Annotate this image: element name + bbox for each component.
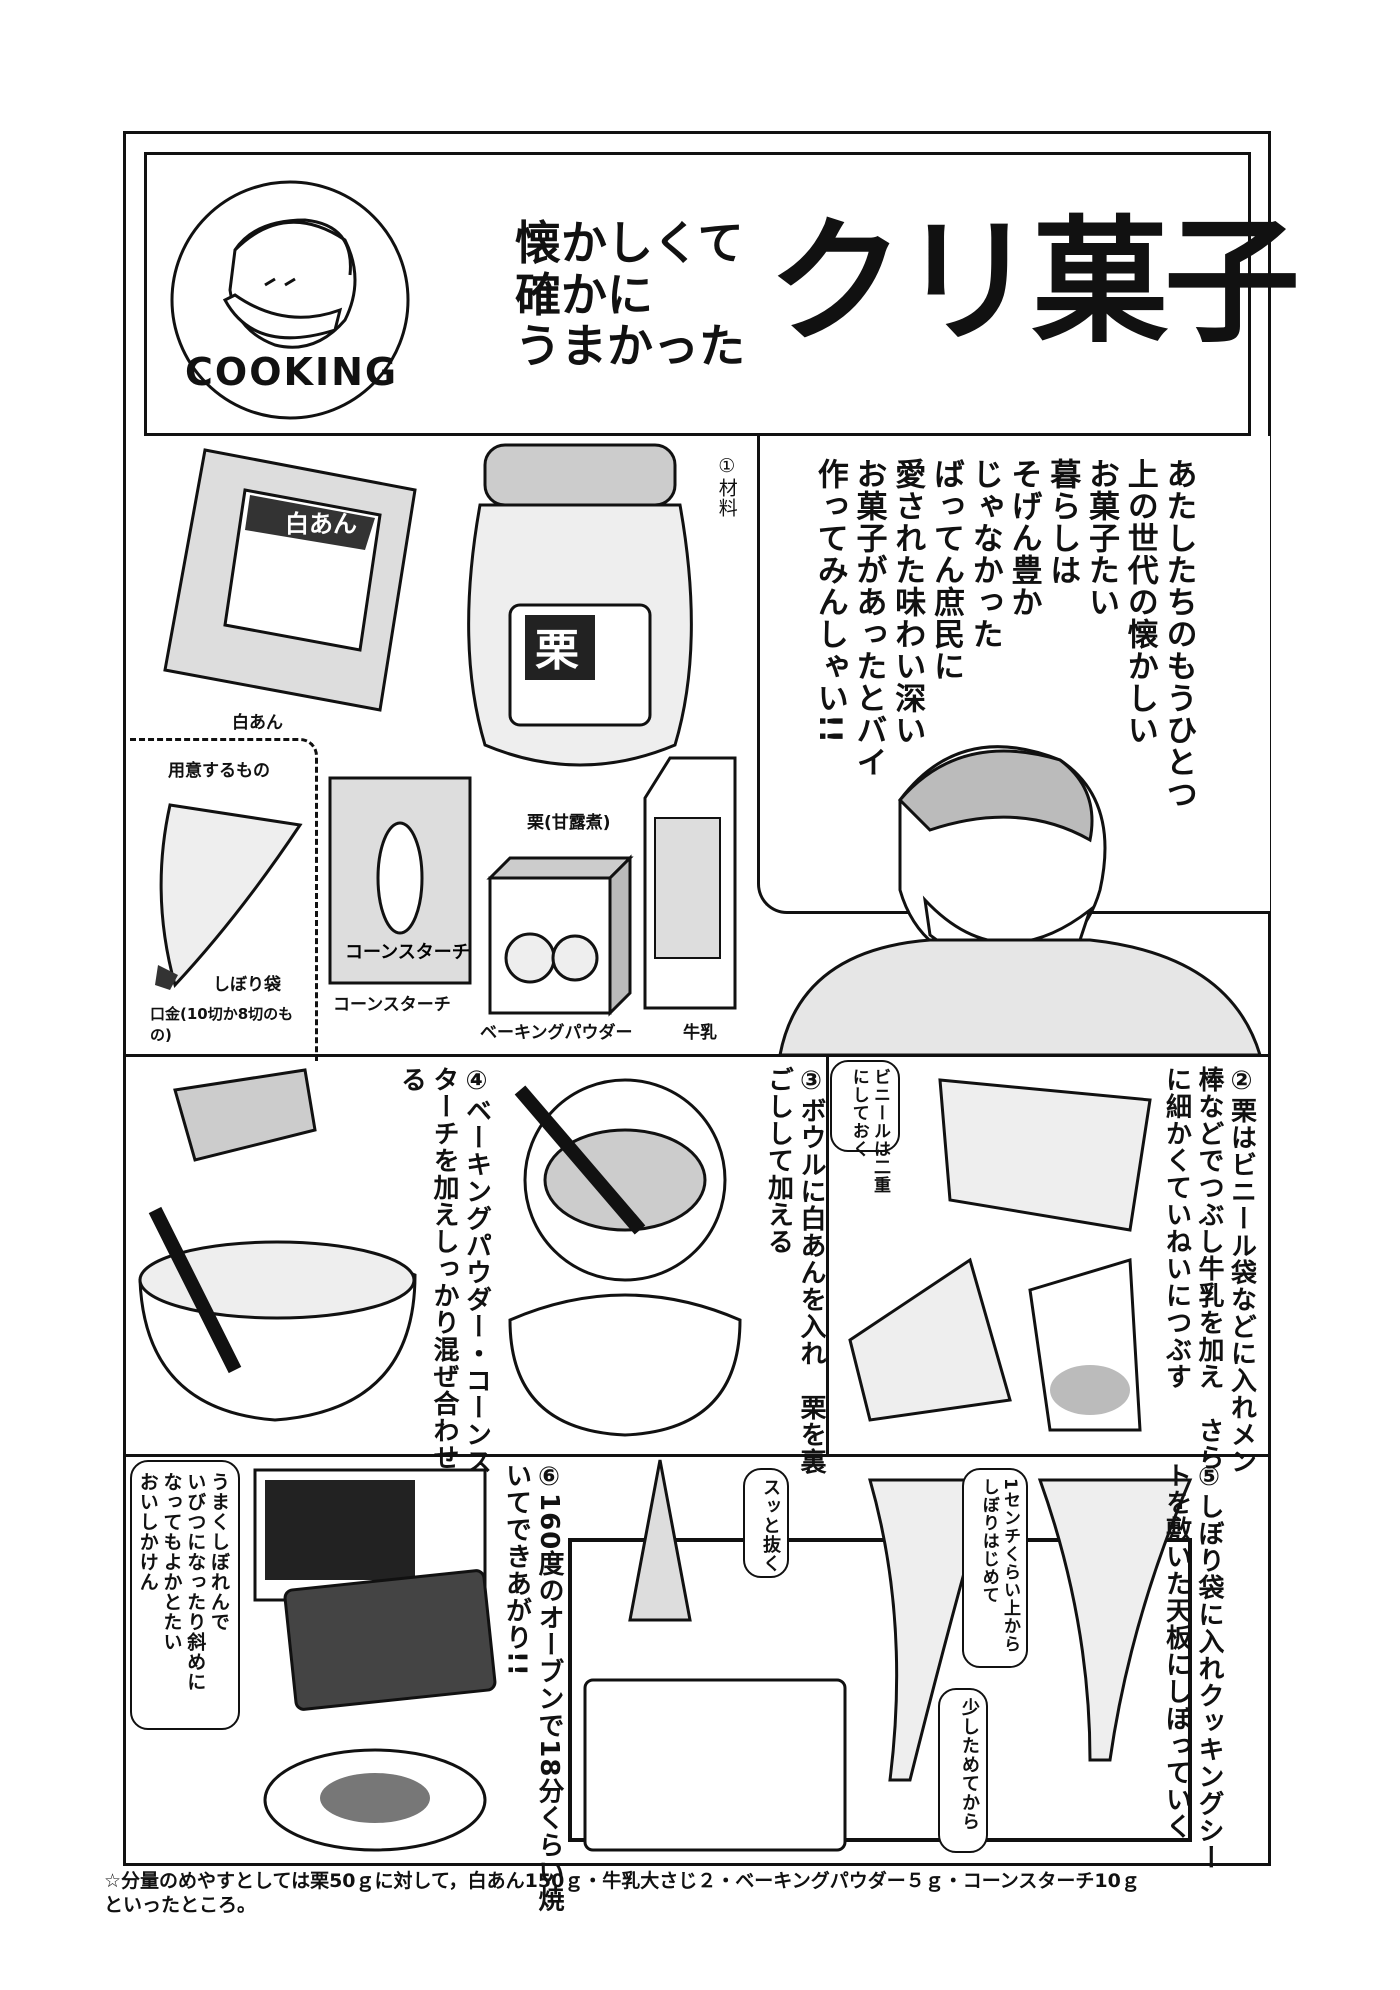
- cornstarch-package-icon: コーンスターチ: [328, 776, 472, 985]
- page-title: クリ菓子: [768, 204, 1300, 362]
- ingredient-label-cornstarch: コーンスターチ: [333, 995, 451, 1015]
- strainer-bowl-icon: [508, 1078, 742, 1437]
- note-line: しぼりはじめて: [978, 1478, 999, 1604]
- footer-line: ☆分量のめやすとしては栗50ｇに対して，白あん150ｇ・牛乳大さじ２・ベーキング…: [104, 1870, 1140, 1892]
- chestnut-jar-icon: 栗: [467, 443, 693, 767]
- piping-bag-icon: [155, 803, 303, 990]
- speech-line: 愛された味わい深い: [889, 458, 926, 746]
- logo-text: COOKING: [185, 350, 399, 394]
- subtitle: 懐かしくて 確かに うまかった: [515, 216, 745, 374]
- step-line: ⑤しぼり袋に入れクッキングシー: [1194, 1462, 1224, 1871]
- note-line: 1センチくらい上から: [1000, 1478, 1020, 1653]
- package-label: コーンスターチ: [345, 942, 470, 963]
- note-line: にしておく: [848, 1068, 869, 1158]
- step-5-start-bubble: 1センチくらい上から しぼりはじめて: [962, 1468, 1028, 1668]
- footer-note: ☆分量のめやすとしては栗50ｇに対して，白あん150ｇ・牛乳大さじ２・ベーキング…: [104, 1870, 1140, 1918]
- tool-label-bag: しぼり袋: [213, 975, 281, 995]
- step-6-note-bubble: うまくしぼれんで いびつになったり斜めに なってもよかとたい おいしかけん: [130, 1460, 240, 1730]
- step-5-hold-bubble: 少しためてから: [938, 1688, 988, 1853]
- step-4-text: ④ベーキングパウダー・コーンス ターチを加えしっかり混ぜ合わせ る: [395, 1066, 493, 1475]
- step-2-text: ②栗はビニール袋などに入れメン 棒などでつぶし牛乳を加え さら に細かくていねい…: [1160, 1066, 1258, 1475]
- subtitle-line: 懐かしくて: [515, 216, 744, 270]
- speech-line: じゃなかった: [966, 458, 1003, 650]
- note-line: おいしかけん: [136, 1472, 159, 1592]
- note-line: いびつになったり斜めに: [184, 1472, 207, 1692]
- step-line: 棒などでつぶし牛乳を加え さら: [1194, 1066, 1224, 1471]
- ingredient-label-kuri: 栗(甘露煮): [527, 813, 611, 833]
- step-6-text: ⑥160度のオーブンで18分くらい焼 いてできあがり!!: [500, 1462, 565, 1912]
- speech-text: あたしたちのもうひとつ 上の世代の懐かしい お菓子たい 暮らしは そげん豊か じ…: [810, 458, 1198, 810]
- step-line: ⑥160度のオーブンで18分くらい焼: [534, 1462, 564, 1913]
- divider: [123, 1054, 1271, 1057]
- step-line: トを敷いた天板にしぼっていく: [1161, 1462, 1192, 1840]
- mixing-bowl-icon: [138, 1068, 417, 1422]
- ingredient-label-milk: 牛乳: [683, 1023, 717, 1043]
- page-frame: [123, 131, 1271, 1866]
- crushing-bag-icon: [848, 1078, 1152, 1432]
- step-5-pull-bubble: スッと抜く: [743, 1468, 789, 1578]
- note-line: 少しためてから: [959, 1698, 980, 1831]
- package-label: 白あん: [285, 510, 357, 538]
- speech-line: そげん豊か: [1005, 458, 1042, 618]
- speech-line: 上の世代の懐かしい: [1121, 458, 1158, 746]
- speech-line: 暮らしは: [1044, 458, 1081, 586]
- baking-tray-icon: [568, 1459, 1193, 1852]
- speech-line: お菓子たい: [1083, 458, 1119, 618]
- speech-line: ばってん庶民に: [928, 458, 964, 682]
- speech-line: あたしたちのもうひとつ: [1160, 458, 1197, 810]
- step-line: ターチを加えしっかり混ぜ合わせ: [429, 1066, 459, 1471]
- step-3-text: ③ボウルに白あんを入れ 栗を裏 ごしして加える: [762, 1066, 827, 1475]
- step-5-text: ⑤しぼり袋に入れクッキングシー トを敷いた天板にしぼっていく: [1160, 1462, 1225, 1871]
- milk-carton-icon: [643, 756, 737, 1010]
- note-line: うまくしぼれんで: [208, 1472, 230, 1632]
- note-line: なってもよかとたい: [160, 1472, 183, 1652]
- tool-label-nozzle: 口金(10切か8切のもの): [150, 1005, 294, 1044]
- ingredient-label-shiroan: 白あん: [232, 713, 283, 733]
- step-line: る: [396, 1066, 427, 1093]
- speech-line: 作ってみんしゃい!!: [811, 458, 848, 745]
- subtitle-line: うまかった: [515, 319, 745, 374]
- step-line: ③ボウルに白あんを入れ 栗を裏: [796, 1066, 826, 1475]
- note-line: スッと抜く: [760, 1478, 781, 1573]
- step-line: いてできあがり!!: [501, 1462, 532, 1677]
- divider: [826, 1054, 829, 1454]
- oven-icon: [253, 1468, 497, 1852]
- package-label: 栗: [535, 625, 579, 676]
- tools-heading: 用意するもの: [168, 761, 270, 781]
- step-line: ②栗はビニール袋などに入れメン: [1226, 1066, 1257, 1475]
- baking-powder-box-icon: [486, 854, 634, 1017]
- divider: [123, 1454, 1271, 1457]
- shiroan-package-icon: 白あん: [163, 448, 417, 712]
- ingredients-heading: ①材料: [715, 455, 738, 518]
- tools-box: [130, 738, 318, 1061]
- step-line: に細かくていねいにつぶす: [1161, 1066, 1192, 1390]
- ingredient-label-baking: ベーキングパウダー: [480, 1023, 633, 1043]
- step-line: ごしして加える: [763, 1066, 794, 1255]
- speech-line: お菓子があったとバイ: [850, 458, 887, 778]
- title-box: [144, 152, 1251, 436]
- step-line: ④ベーキングパウダー・コーンス: [461, 1066, 492, 1475]
- cooking-logo-icon: [170, 180, 410, 420]
- footer-line: といったところ。: [104, 1893, 257, 1916]
- character-illustration: [778, 745, 1263, 1057]
- subtitle-line: 確かに: [515, 267, 653, 322]
